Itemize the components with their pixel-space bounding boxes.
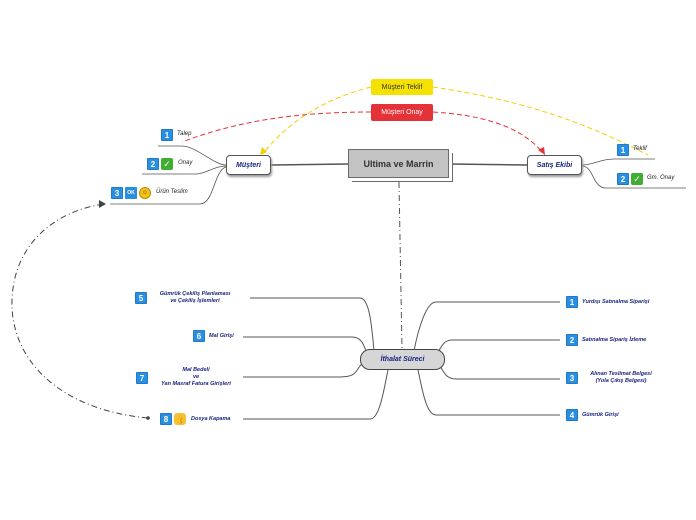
- subtopic-line: Alınan Teslimat Belgesi: [590, 371, 652, 377]
- relation-start-dot: [146, 416, 150, 420]
- badge-1: 1: [161, 129, 173, 141]
- subtopic-line: Mal Bedeli: [182, 367, 210, 373]
- badge-8: 8: [160, 413, 172, 425]
- relation-teklif-from-satis: [432, 86, 649, 156]
- subtopic-teklif[interactable]: Teklif: [633, 146, 647, 152]
- subtopic-yurtdisi-satinalma[interactable]: Yurdışı Satınalma Siparişi: [582, 299, 650, 305]
- connector-ithalat-5: [250, 297, 375, 352]
- ok-icon: OK: [125, 187, 137, 199]
- badge-2: 2: [566, 334, 578, 346]
- badge-1: 1: [566, 296, 578, 308]
- connector-ithalat-r3: [439, 365, 560, 380]
- relation-onay-from-talep: [181, 111, 372, 143]
- subtopic-gumruk-cekilis[interactable]: Gümrük Çekiliş Planlaması ve Çekiliş İşl…: [150, 291, 240, 305]
- central-topic[interactable]: Ultima ve Marrin: [348, 149, 449, 178]
- connector-ithalat-r4: [417, 369, 560, 416]
- thumbs-up-icon: 👍: [174, 413, 186, 425]
- subtopic-line: (Yola Çıkış Belgesi): [595, 378, 647, 384]
- topic-musteri[interactable]: Müşteri: [226, 155, 271, 175]
- badge-3: 3: [566, 372, 578, 384]
- badge-5: 5: [135, 292, 147, 304]
- subtopic-line: Gümrük Çekiliş Planlaması: [159, 291, 231, 297]
- connector-satis-teklif: [581, 158, 655, 166]
- connector-satis-onay: [581, 165, 686, 189]
- subtopic-gumruk-girisi[interactable]: Gümrük Girişi: [582, 412, 619, 418]
- connector-musteri-onay: [142, 165, 227, 175]
- check-icon: ✓: [631, 173, 643, 185]
- badge-4: 4: [566, 409, 578, 421]
- subtopic-line: Yan Masraf Fatura Girişleri: [161, 381, 231, 387]
- connector-ithalat-7: [243, 363, 363, 378]
- connector-ithalat-r2: [437, 339, 560, 353]
- badge-1: 1: [617, 144, 629, 156]
- subtopic-line: ve Çekiliş İşlemleri: [170, 298, 220, 304]
- connector-root-ithalat: [398, 181, 403, 350]
- subtopic-mal-girisi[interactable]: Mal Girişi: [209, 333, 234, 339]
- subtopic-dosya-kapama[interactable]: Dosya Kapama: [191, 416, 231, 422]
- relation-dosya-to-teslim: [11, 203, 149, 419]
- subtopic-line: ve: [192, 374, 200, 380]
- connector-musteri-talep: [158, 145, 227, 166]
- grin-emoji-icon: ☺: [139, 187, 151, 199]
- connector-ithalat-8: [243, 369, 389, 420]
- badge-2: 2: [147, 158, 159, 170]
- relation-onay-to-satis: [432, 111, 544, 154]
- arrowhead-dosya-teslim: [99, 200, 106, 208]
- subtopic-teslimat-belgesi[interactable]: Alınan Teslimat Belgesi (Yola Çıkış Belg…: [580, 371, 662, 385]
- subtopic-talep[interactable]: Talep: [177, 131, 192, 137]
- relation-teklif-to-musteri: [262, 86, 372, 155]
- subtopic-gm-onay[interactable]: Gm. Onay: [647, 175, 675, 181]
- badge-7: 7: [136, 372, 148, 384]
- check-icon: ✓: [161, 158, 173, 170]
- arrowhead-teklif-musteri: [260, 147, 267, 155]
- subtopic-siparis-izleme[interactable]: Satınalma Sipariş İzleme: [582, 337, 647, 343]
- connector-root-satis: [448, 163, 528, 166]
- musteri-onay-callout[interactable]: Müşteri Onay: [371, 104, 433, 121]
- topic-ithalat-sureci[interactable]: İthalat Süreci: [360, 349, 445, 370]
- arrowhead-onay-satis: [538, 147, 545, 155]
- subtopic-urun-teslim[interactable]: Ürün Teslim: [156, 189, 188, 195]
- musteri-teklif-callout[interactable]: Müşteri Teklif: [371, 79, 433, 95]
- badge-6: 6: [193, 330, 205, 342]
- topic-satis-ekibi[interactable]: Satış Ekibi: [527, 155, 582, 175]
- connector-musteri-teslim: [110, 166, 227, 205]
- connector-root-musteri: [270, 163, 349, 166]
- connector-ithalat-r1: [413, 301, 560, 352]
- badge-3: 3: [111, 187, 123, 199]
- connector-ithalat-6: [243, 336, 367, 352]
- badge-2: 2: [617, 173, 629, 185]
- subtopic-mal-bedeli[interactable]: Mal Bedeli ve Yan Masraf Fatura Girişler…: [151, 367, 241, 388]
- subtopic-onay[interactable]: Onay: [178, 160, 193, 166]
